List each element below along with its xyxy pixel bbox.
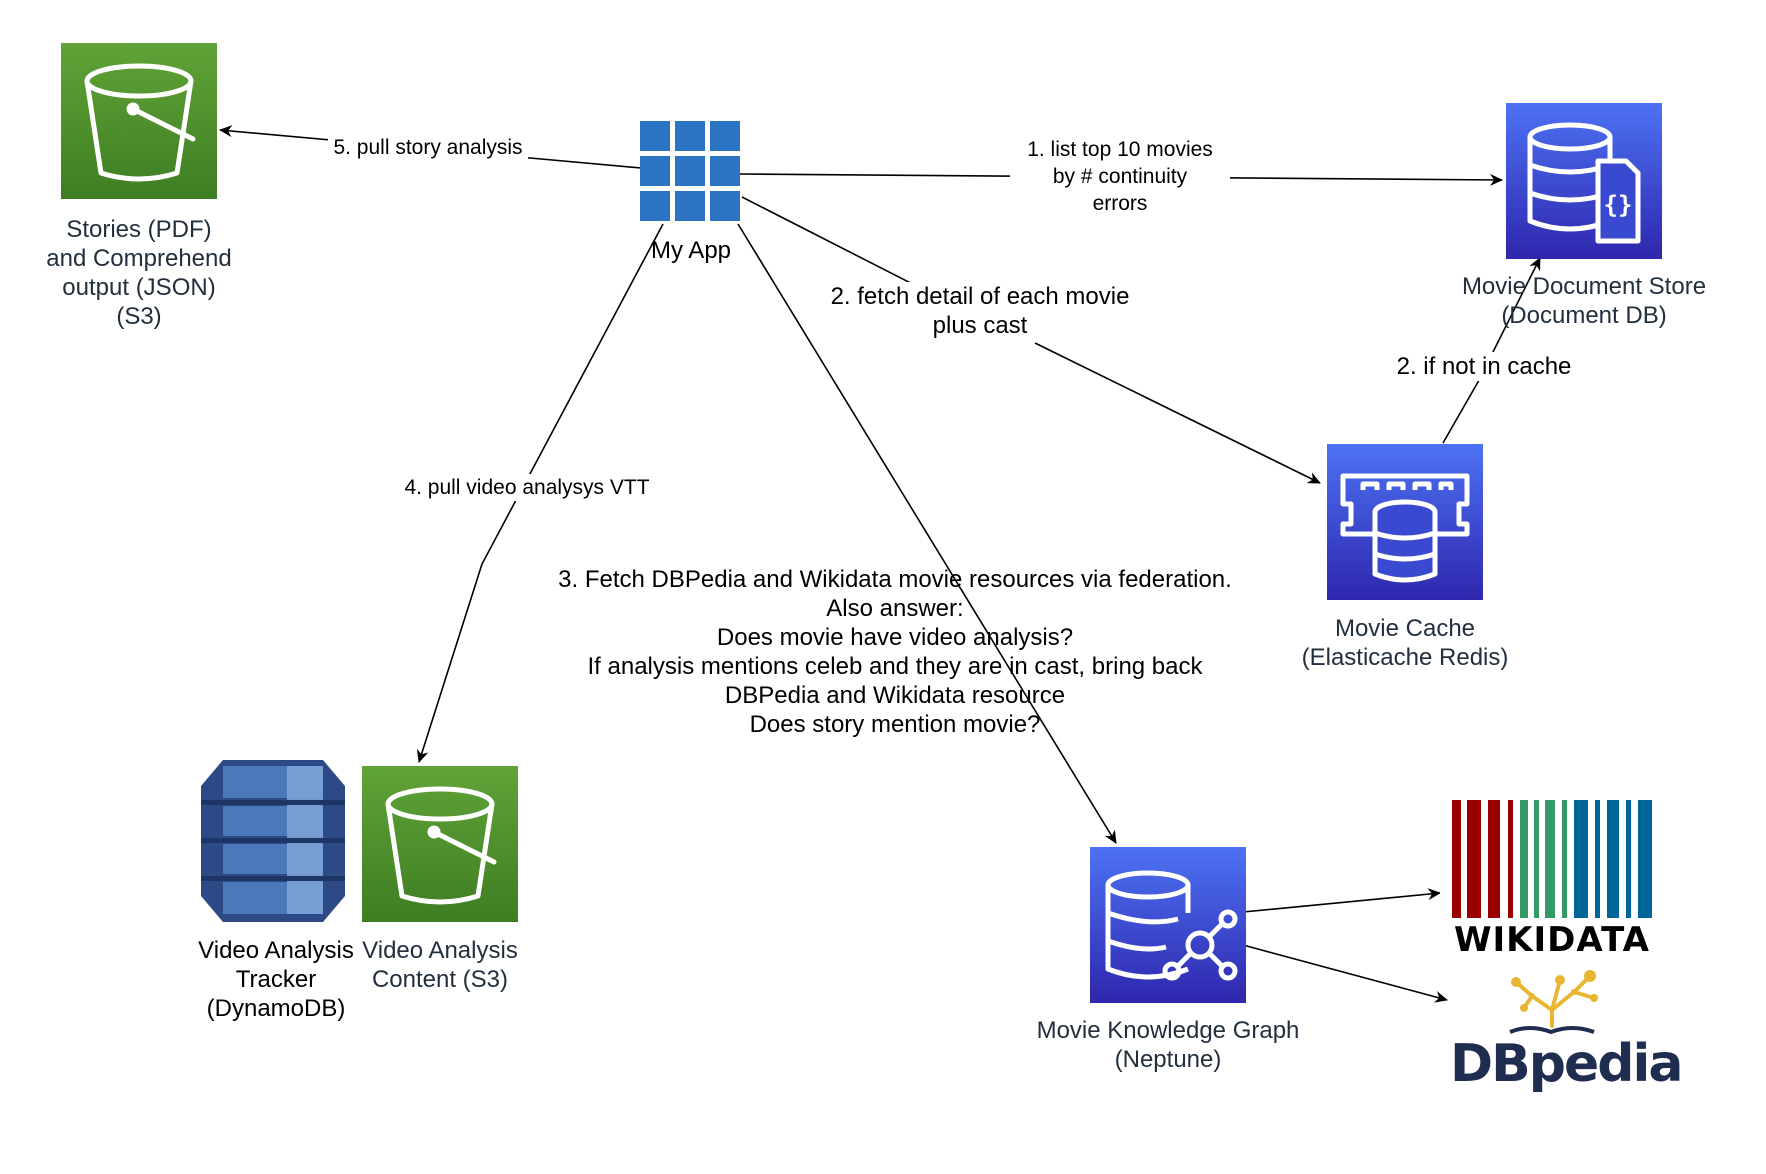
edge-pull-video-analysis[interactable] <box>416 223 664 763</box>
graph-label-line: Movie Knowledge Graph <box>1036 1017 1300 1044</box>
edge-label-line: DBPedia and Wikidata resource <box>724 682 1066 709</box>
tracker-label-line: Video Analysis <box>198 937 354 964</box>
edge-label-line: 2. fetch detail of each movie <box>830 283 1130 310</box>
edge-label-line: Does story mention movie? <box>749 711 1041 738</box>
dbpedia-logo[interactable] <box>1450 966 1654 1096</box>
stories-label: Stories (PDF) and Comprehend output (JSO… <box>38 215 240 331</box>
svg-text:{}: {} <box>1604 191 1633 219</box>
elasticache-icon <box>1327 444 1483 600</box>
edge-label-line: errors <box>1092 192 1148 215</box>
doc-store-label-line: (Document DB) <box>1501 302 1667 329</box>
stories-label-line: (S3) <box>116 303 162 330</box>
content-label-line: Video Analysis <box>362 937 518 964</box>
edge-label-line: Also answer: <box>826 595 964 622</box>
edge-neptune-wikidata[interactable] <box>1242 888 1441 913</box>
stories-label-line: and Comprehend <box>46 245 232 272</box>
content-label: Video Analysis Content (S3) <box>356 936 524 994</box>
edge-label-fetch-detail: 2. fetch detail of each movie plus cast <box>820 282 1140 340</box>
dynamodb-icon <box>201 760 345 922</box>
content-label-line: Content (S3) <box>371 966 509 993</box>
tracker-label: Video Analysis Tracker (DynamoDB) <box>188 936 364 1023</box>
graph-label-line: (Neptune) <box>1114 1046 1222 1073</box>
edge-label-pull-story: 5. pull story analysis <box>328 134 528 161</box>
edge-label-line: 1. list top 10 movies <box>1027 138 1213 161</box>
edge-label-list-top-movies: 1. list top 10 movies by # continuity er… <box>1010 136 1230 217</box>
cache-label-line: Movie Cache <box>1334 615 1476 642</box>
s3-bucket-icon <box>362 766 518 922</box>
neptune-icon <box>1090 847 1246 1003</box>
edge-label-line: Does movie have video analysis? <box>716 624 1074 651</box>
tracker-label-line: Tracker <box>235 966 317 993</box>
cache-label: Movie Cache (Elasticache Redis) <box>1280 614 1530 672</box>
dbpedia-wordmark: DBpedia <box>1450 1034 1683 1094</box>
wikidata-wordmark: WIKIDATA <box>1454 920 1650 960</box>
edge-label-line: If analysis mentions celeb and they are … <box>587 653 1203 680</box>
stories-label-line: Stories (PDF) <box>66 216 212 243</box>
s3-bucket-icon <box>61 43 217 199</box>
edge-fetch-dbpedia-wikidata[interactable] <box>737 223 1117 844</box>
cache-label-line: (Elasticache Redis) <box>1301 644 1509 671</box>
grid-app-icon[interactable] <box>640 121 740 221</box>
graph-label: Movie Knowledge Graph (Neptune) <box>1028 1016 1308 1074</box>
wikidata-logo[interactable] <box>1440 800 1664 965</box>
edge-label-if-not-in-cache: 2. if not in cache <box>1386 352 1582 381</box>
tracker-label-line: (DynamoDB) <box>206 995 346 1022</box>
documentdb-icon: {} <box>1506 103 1662 259</box>
edge-label-federation: 3. Fetch DBPedia and Wikidata movie reso… <box>535 565 1255 739</box>
edge-fetch-detail[interactable] <box>741 196 1320 483</box>
edge-label-line: plus cast <box>932 312 1028 339</box>
my-app-label: My App <box>650 237 732 264</box>
edge-label-line: 3. Fetch DBPedia and Wikidata movie reso… <box>558 566 1232 593</box>
stories-label-line: output (JSON) <box>62 274 216 301</box>
edge-neptune-dbpedia[interactable] <box>1242 944 1448 1003</box>
edge-label-pull-video: 4. pull video analysys VTT <box>392 474 662 501</box>
edge-label-line: by # continuity <box>1052 165 1188 188</box>
doc-store-label-line: Movie Document Store <box>1461 273 1707 300</box>
doc-store-label: Movie Document Store (Document DB) <box>1454 272 1714 330</box>
